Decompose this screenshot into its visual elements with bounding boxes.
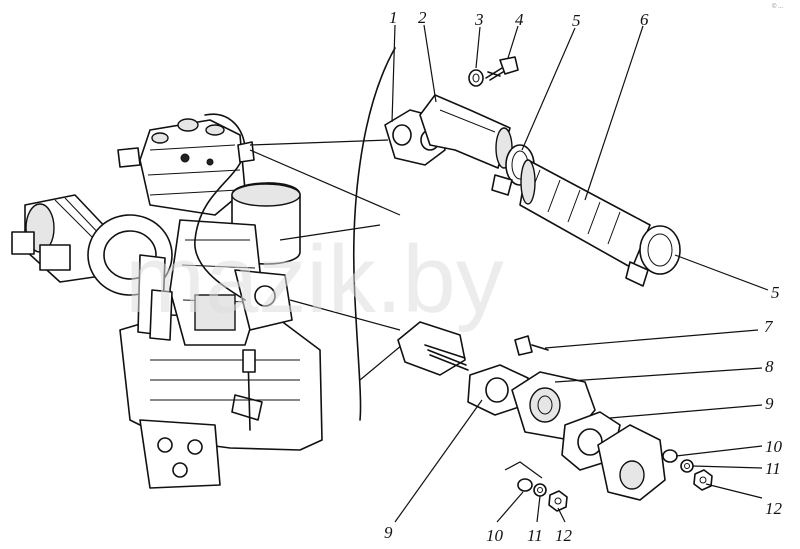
part-3-washer (468, 69, 484, 87)
callout-1: 1 (389, 8, 398, 27)
callout-9-right: 9 (765, 394, 774, 413)
callout-5-upper: 5 (572, 11, 581, 30)
callout-4: 4 (515, 10, 524, 29)
callout-10-right: 10 (765, 437, 783, 456)
callout-7: 7 (764, 317, 774, 336)
callout-8: 8 (765, 357, 774, 376)
callout-6: 6 (640, 10, 649, 29)
assembly-guide-line (504, 461, 543, 479)
part-11-lock-washer-right (680, 459, 694, 473)
callout-10-bottom: 10 (486, 526, 504, 545)
engine-assembly (11, 47, 403, 489)
callout-9-bottom: 9 (384, 523, 393, 542)
part-6-flexible-hose (519, 159, 651, 269)
watermark-text: mazik.by (125, 226, 504, 333)
callout-11-bottom: 11 (527, 526, 543, 545)
callout-11-right: 11 (765, 459, 781, 478)
callout-5-right: 5 (771, 283, 780, 302)
part-10-washer-bottom (517, 478, 533, 492)
callout-12-right: 12 (765, 499, 783, 518)
corner-mark: © ... (772, 3, 783, 10)
part-11-lock-washer-bottom (533, 483, 547, 497)
leader-lines (391, 24, 769, 523)
part-7-small-bolt (514, 335, 549, 356)
part-5-hose-clamp-right (625, 225, 681, 287)
part-4-bolt (485, 56, 519, 81)
part-12-nut-bottom (548, 490, 568, 512)
part-12-nut-right (693, 469, 713, 491)
part-flange-plate (397, 321, 469, 376)
part-10-washer-right (662, 449, 678, 463)
callout-3: 3 (474, 10, 484, 29)
callout-2: 2 (418, 8, 427, 27)
part-outlet-cover (597, 424, 666, 501)
callout-12-bottom: 12 (555, 526, 573, 545)
